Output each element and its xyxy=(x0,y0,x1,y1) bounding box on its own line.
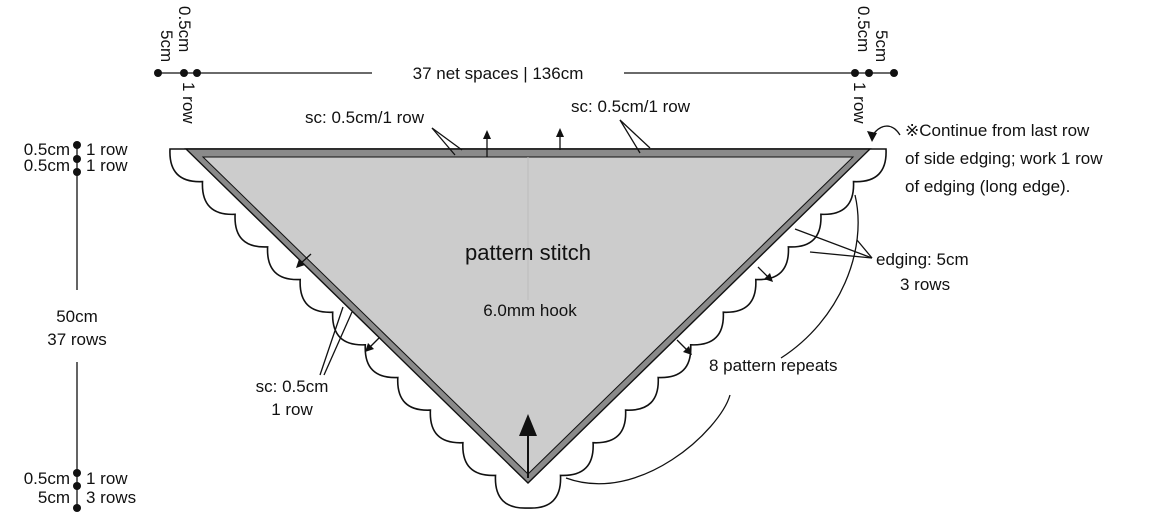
edging-leader-1 xyxy=(794,228,873,259)
hook-size-label: 6.0mm hook xyxy=(483,301,577,320)
width-label: 37 net spaces | 136cm xyxy=(413,64,584,83)
sc-top-right-leader-1 xyxy=(619,119,641,154)
top-right-row-label: 1 row xyxy=(850,82,869,124)
side-sc2-cm: 0.5cm xyxy=(24,156,70,175)
note-curved-arrow xyxy=(871,125,901,137)
repeats-label: 8 pattern repeats xyxy=(709,356,838,375)
side-bottom-sc-rows: 1 row xyxy=(86,469,128,488)
sc-left-label-line1: sc: 0.5cm xyxy=(256,377,329,396)
top-arrow-2-icon xyxy=(556,128,564,137)
pattern-stitch-label: pattern stitch xyxy=(465,240,591,265)
edging-leader-3 xyxy=(856,239,873,259)
side-bottom-edging-cm: 5cm xyxy=(38,488,70,507)
diagonal-arrows xyxy=(296,253,773,355)
side-sc1-cm: 0.5cm xyxy=(24,140,70,159)
top-right-edging-label: 5cm xyxy=(872,30,891,62)
sc-top-left-leader-2 xyxy=(431,127,463,151)
note-line2: of side edging; work 1 row xyxy=(905,149,1103,168)
direction-arrow-icon xyxy=(519,414,537,436)
top-dimension: 37 net spaces | 136cm 0.5cm 5cm 1 row 5c… xyxy=(154,6,898,124)
note-line3: of edging (long edge). xyxy=(905,177,1070,196)
edging-label-line2: 3 rows xyxy=(900,275,950,294)
sc-top-right-leader-2 xyxy=(619,119,651,149)
repeats-curve xyxy=(565,194,859,485)
note-arrow-icon xyxy=(867,131,877,142)
side-bottom-sc-cm: 0.5cm xyxy=(24,469,70,488)
top-arrow-1-icon xyxy=(483,130,491,139)
side-sc1-rows: 1 row xyxy=(86,140,128,159)
side-height-rows: 37 rows xyxy=(47,330,107,349)
side-sc2-rows: 1 row xyxy=(86,156,128,175)
sc-top-left-label: sc: 0.5cm/1 row xyxy=(305,108,425,127)
edging-label-line1: edging: 5cm xyxy=(876,250,969,269)
top-left-edging-label: 5cm xyxy=(157,30,176,62)
side-dimension: 0.5cm 1 row 0.5cm 1 row 50cm 37 rows 0.5… xyxy=(24,140,136,512)
sc-top-right-label: sc: 0.5cm/1 row xyxy=(571,97,691,116)
side-bottom-edging-rows: 3 rows xyxy=(86,488,136,507)
sc-left-leader-1 xyxy=(319,306,344,376)
edging-leader-2 xyxy=(809,251,873,259)
side-height-cm: 50cm xyxy=(56,307,98,326)
sc-top-left-leader-1 xyxy=(431,127,456,156)
note-line1: ※Continue from last row xyxy=(905,121,1090,140)
top-left-sc-label: 0.5cm xyxy=(175,6,194,52)
sc-left-leader-2 xyxy=(323,311,353,376)
sc-left-label-line2: 1 row xyxy=(271,400,313,419)
top-left-row-label: 1 row xyxy=(179,82,198,124)
top-right-sc-label: 0.5cm xyxy=(854,6,873,52)
